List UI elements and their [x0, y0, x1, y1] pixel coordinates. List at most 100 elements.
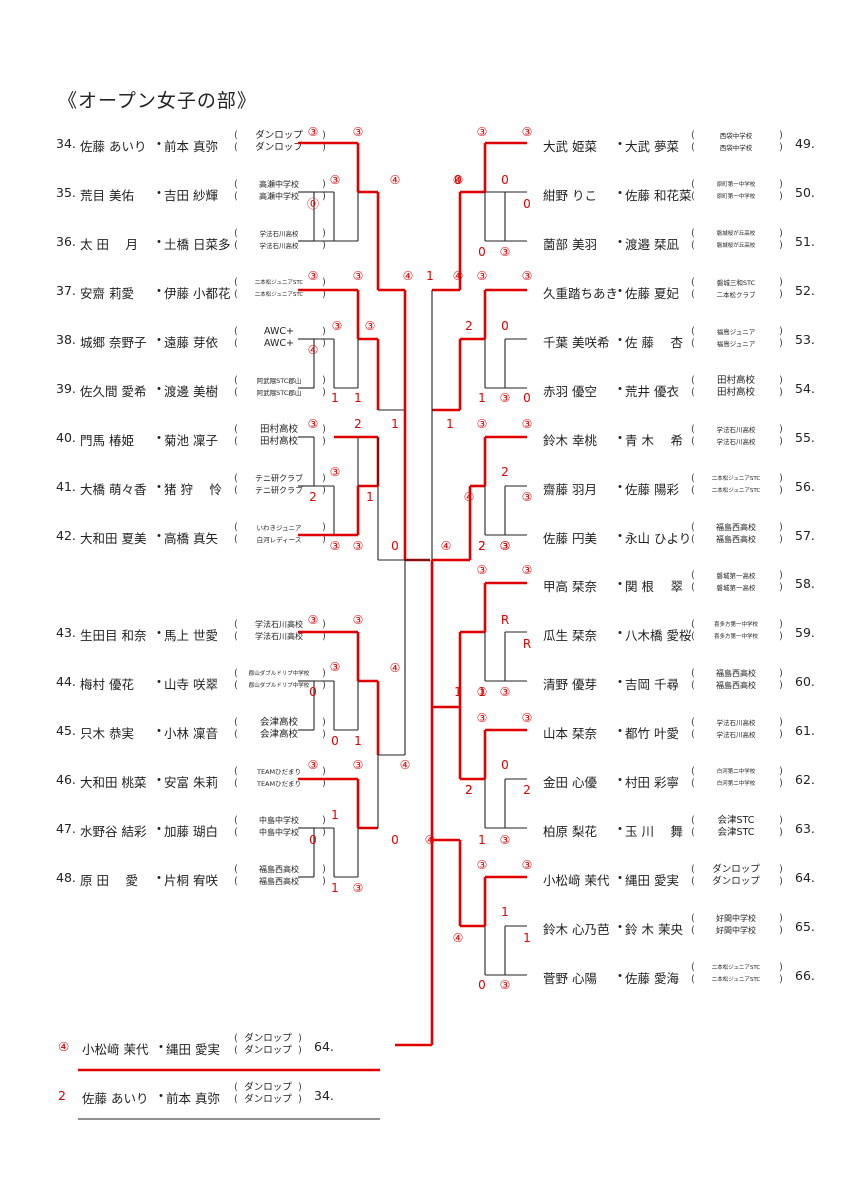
name-separator: ・ [613, 822, 627, 838]
player-one-name: 小松﨑 茉代 [543, 873, 610, 888]
club-one: テニ研クラブ [255, 474, 303, 483]
score-mark: ③ [500, 685, 511, 699]
entry-row: 千葉 美咲希・佐 藤 杏((福島ジュニア福島ジュニア))53. [543, 324, 849, 354]
club-two: ダンロップ [244, 1094, 292, 1105]
player-one-name: 鈴木 幸桃 [543, 433, 597, 448]
club-paren-close: )) [779, 766, 783, 789]
entry-number: 36. [56, 234, 76, 249]
score-mark: ③ [353, 269, 364, 283]
score-mark: ③ [500, 539, 511, 553]
player-two-name: 加藤 瑚白 [164, 824, 218, 839]
score-mark: ③ [522, 269, 533, 283]
club-paren-close: )) [779, 913, 783, 936]
score-mark: 0 [478, 245, 486, 259]
club-two: ダンロップ [244, 1045, 292, 1056]
score-mark: R [501, 613, 509, 627]
club-names: ダンロップダンロップ [695, 864, 777, 888]
club-one: 西袋中学校 [719, 132, 753, 140]
score-mark: 2 [354, 417, 362, 431]
club-two: 学法石川高校 [259, 242, 299, 250]
club-one: 田村高校 [259, 424, 298, 435]
club-paren-close: )) [322, 326, 326, 349]
entry-number: 64. [795, 870, 815, 885]
player-two-name: 安富 朱莉 [164, 775, 218, 790]
club-paren-close: )) [322, 228, 326, 251]
club-names: 磐城桜が丘高校磐城桜が丘高校 [695, 228, 777, 252]
player-one-name: 鈴木 心乃芭 [543, 922, 610, 937]
club-one: 喜多方第一中学校 [713, 622, 758, 628]
club-two: 福島西高校 [716, 535, 756, 544]
score-mark: 1 [331, 881, 339, 895]
club-paren-open: (( [691, 522, 695, 545]
score-mark: ③ [522, 711, 533, 725]
club-one: 阿武隈STC郡山 [256, 377, 302, 385]
club-paren-close: )) [779, 473, 783, 496]
club-two: 磐城桜が丘高校 [716, 243, 756, 249]
club-paren-open: (( [691, 130, 695, 153]
name-separator: ・ [154, 1089, 168, 1105]
player-two-name: 佐藤 和花菜 [625, 188, 692, 203]
club-one: 二本松ジュニアSTC [711, 476, 761, 482]
player-one-name: 千葉 美咲希 [543, 335, 610, 350]
club-one: TEAMひだまり [256, 768, 301, 776]
entry-row: 38.城郷 奈野子・遠藤 芽依((AWC+AWC+)) [56, 324, 376, 354]
entry-number: 49. [795, 136, 815, 151]
club-one: AWC+ [264, 326, 294, 337]
club-two: 福島ジュニア [716, 340, 756, 348]
player-two-name: 小林 凜音 [164, 726, 218, 741]
score-mark: 2 [501, 465, 509, 479]
entry-row: 赤羽 優空・荒井 優衣((田村高校田村高校))54. [543, 373, 849, 403]
score-mark: ④ [453, 931, 464, 945]
club-two: 白河レディース [256, 536, 302, 544]
club-paren-close: )) [298, 1033, 302, 1056]
club-one: 田村高校 [716, 375, 755, 386]
name-separator: ・ [613, 333, 627, 349]
score-mark: ④ [425, 833, 436, 847]
player-two-name: 佐 藤 杏 [625, 335, 683, 350]
club-one: 学法石川高校 [255, 620, 303, 629]
player-two-name: 伊藤 小都花 [164, 286, 231, 301]
player-two-name: 高橋 真矢 [164, 531, 218, 546]
club-two: 原町第一中学校 [716, 194, 756, 200]
club-two: 郡山ダブルドリブ中学校 [248, 683, 310, 689]
club-names: 原町第一中学校原町第一中学校 [695, 179, 777, 203]
player-one-name: 荒目 美佑 [80, 188, 134, 203]
entry-row: 山本 栞奈・都竹 叶愛((学法石川高校学法石川高校))61. [543, 715, 849, 745]
club-two: 二本松ジュニアSTC [254, 292, 304, 298]
entry-row: 大武 姫菜・大武 夢菜((西袋中学校西袋中学校))49. [543, 128, 849, 158]
entry-number: 59. [795, 625, 815, 640]
score-mark: ③ [308, 269, 319, 283]
club-paren-close: )) [322, 130, 326, 153]
score-mark: ④ [403, 269, 414, 283]
club-paren-close: )) [322, 179, 326, 202]
club-paren-open: (( [691, 766, 695, 789]
score-mark: ③ [522, 417, 533, 431]
club-names: ダンロップダンロップ [238, 130, 320, 154]
name-separator: ・ [613, 137, 627, 153]
club-paren-open: (( [234, 1033, 238, 1056]
club-names: 中島中学校中島中学校 [238, 815, 320, 839]
name-separator: ・ [613, 431, 627, 447]
club-paren-close: )) [779, 668, 783, 691]
name-separator: ・ [613, 773, 627, 789]
club-paren-open: (( [691, 277, 695, 300]
score-mark: R [523, 637, 531, 651]
score-mark: ④ [390, 661, 401, 675]
player-two-name: 山寺 咲翠 [164, 677, 218, 692]
club-two: 田村高校 [259, 436, 298, 447]
club-paren-close: )) [779, 962, 783, 985]
player-two-name: 佐藤 夏妃 [625, 286, 679, 301]
entry-number: 53. [795, 332, 815, 347]
name-separator: ・ [613, 235, 627, 251]
club-paren-close: )) [322, 668, 326, 691]
entry-row: 佐藤 円美・永山 ひより((福島西高校福島西高校))57. [543, 520, 849, 550]
score-mark: ③ [500, 833, 511, 847]
score-mark: 0 [478, 978, 486, 992]
club-paren-open: (( [234, 1082, 238, 1105]
score-mark: ③ [500, 978, 511, 992]
